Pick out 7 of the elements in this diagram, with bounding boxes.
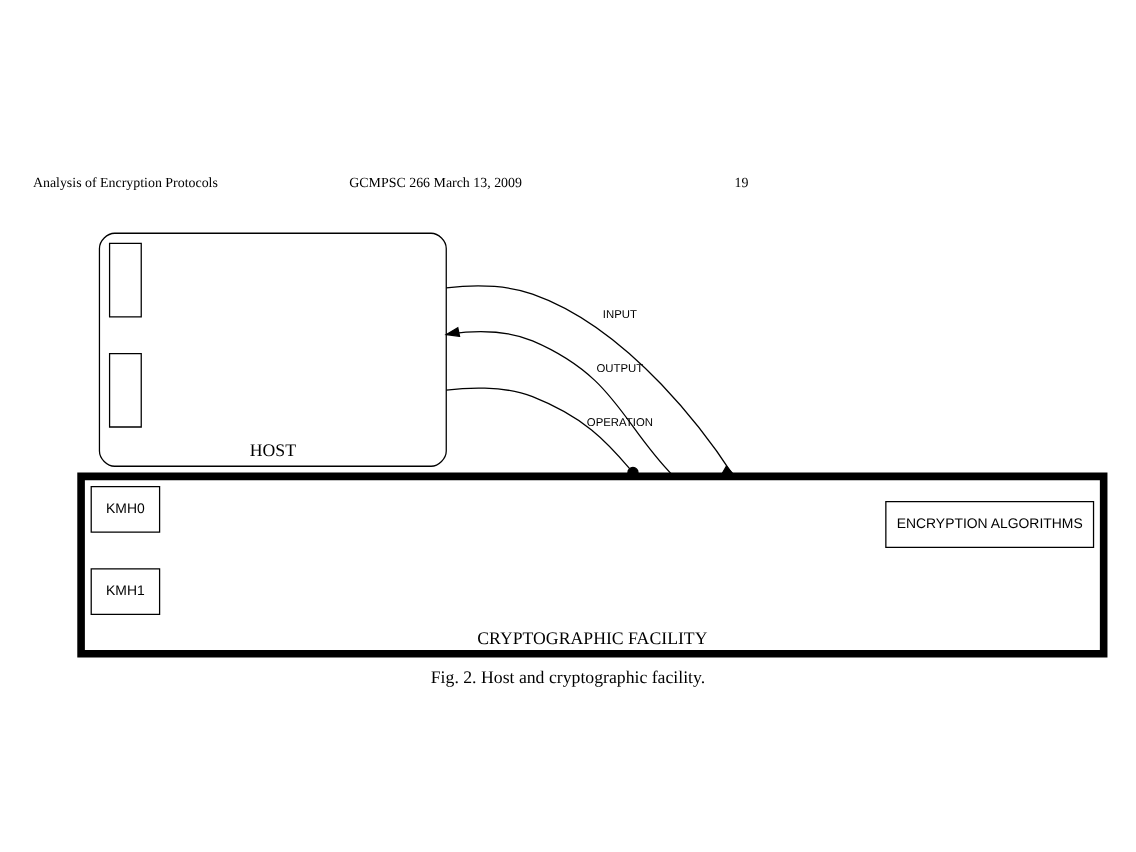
cluster: HOST [98, 231, 447, 466]
arrow [445, 284, 737, 477]
caption: Fig. 2. Host and cryptographic facility. [430, 666, 706, 687]
arrow [444, 325, 675, 477]
node-box [108, 351, 142, 427]
connector [445, 386, 631, 469]
node-box [108, 241, 142, 317]
